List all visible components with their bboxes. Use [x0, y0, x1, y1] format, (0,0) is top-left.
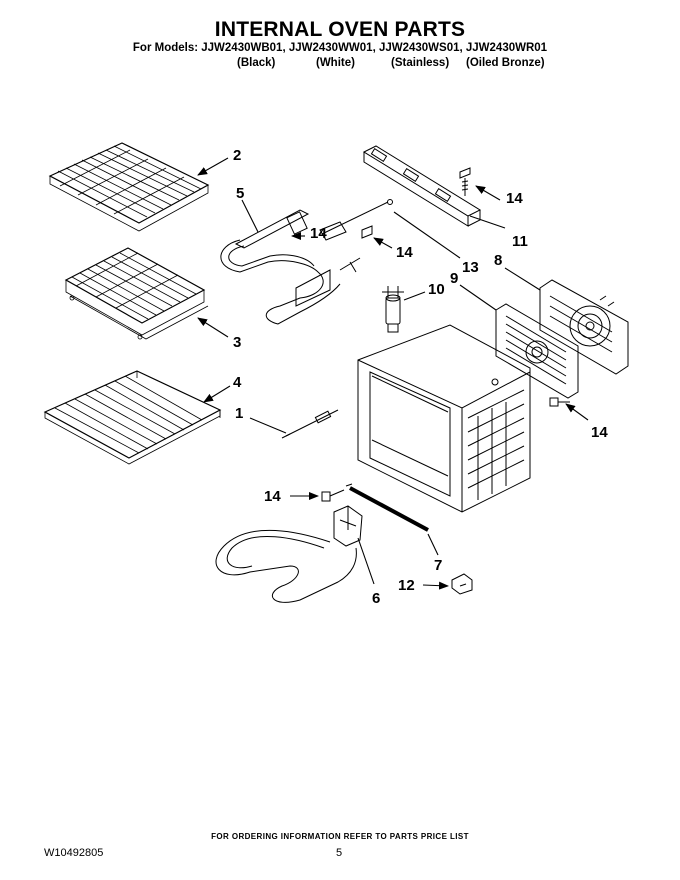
callout-11: 11 [512, 233, 528, 250]
callout-14-top: 14 [506, 190, 523, 207]
screw-bake-1 [361, 225, 373, 239]
page-title: INTERNAL OVEN PARTS [214, 18, 466, 41]
finish-black: (Black) [237, 57, 276, 69]
callout-3: 3 [233, 334, 241, 351]
broil-element [215, 505, 363, 603]
document-number: W10492805 [44, 847, 104, 859]
clip [451, 573, 473, 595]
convection-fan-cover [495, 303, 579, 399]
oven-rack-rollout [64, 247, 209, 340]
callout-8: 8 [494, 252, 502, 269]
callout-13: 13 [462, 259, 479, 276]
callout-10: 10 [428, 281, 445, 298]
ordering-note: FOR ORDERING INFORMATION REFER TO PARTS … [211, 832, 469, 841]
callout-numbers: 2 5 3 4 1 14 11 14 14 13 8 10 9 14 14 7 … [233, 147, 608, 607]
oven-cavity [357, 324, 531, 513]
oven-rack-upper [48, 142, 210, 232]
callout-9: 9 [450, 270, 458, 287]
callout-14-bake: 14 [310, 225, 327, 242]
leader-lines [197, 157, 589, 590]
model-list: For Models: JJW2430WB01, JJW2430WW01, JJ… [132, 42, 548, 54]
finish-oiled-bronze: (Oiled Bronze) [466, 57, 545, 69]
screw-lower-left [321, 489, 345, 502]
convection-fan-assembly [539, 279, 629, 375]
screw-top [459, 167, 471, 196]
callout-14-right: 14 [591, 424, 608, 441]
thermal-fuse [382, 286, 404, 333]
callout-5: 5 [236, 185, 244, 202]
bake-element [220, 209, 361, 325]
callout-4: 4 [233, 374, 242, 391]
element-tube [345, 483, 429, 532]
callout-6: 6 [372, 590, 380, 607]
callout-7: 7 [434, 557, 442, 574]
oven-rack-flat [43, 370, 222, 465]
callout-12: 12 [398, 577, 415, 594]
callout-1: 1 [235, 405, 243, 422]
oven-sensor [319, 199, 393, 241]
finish-stainless: (Stainless) [391, 57, 450, 69]
callout-2: 2 [233, 147, 241, 164]
callout-14-lower: 14 [264, 488, 281, 505]
finish-white: (White) [316, 57, 355, 69]
screw-right [549, 397, 570, 407]
callout-14-sensor: 14 [396, 244, 413, 261]
page-number: 5 [336, 847, 343, 859]
temperature-probe [281, 409, 339, 439]
